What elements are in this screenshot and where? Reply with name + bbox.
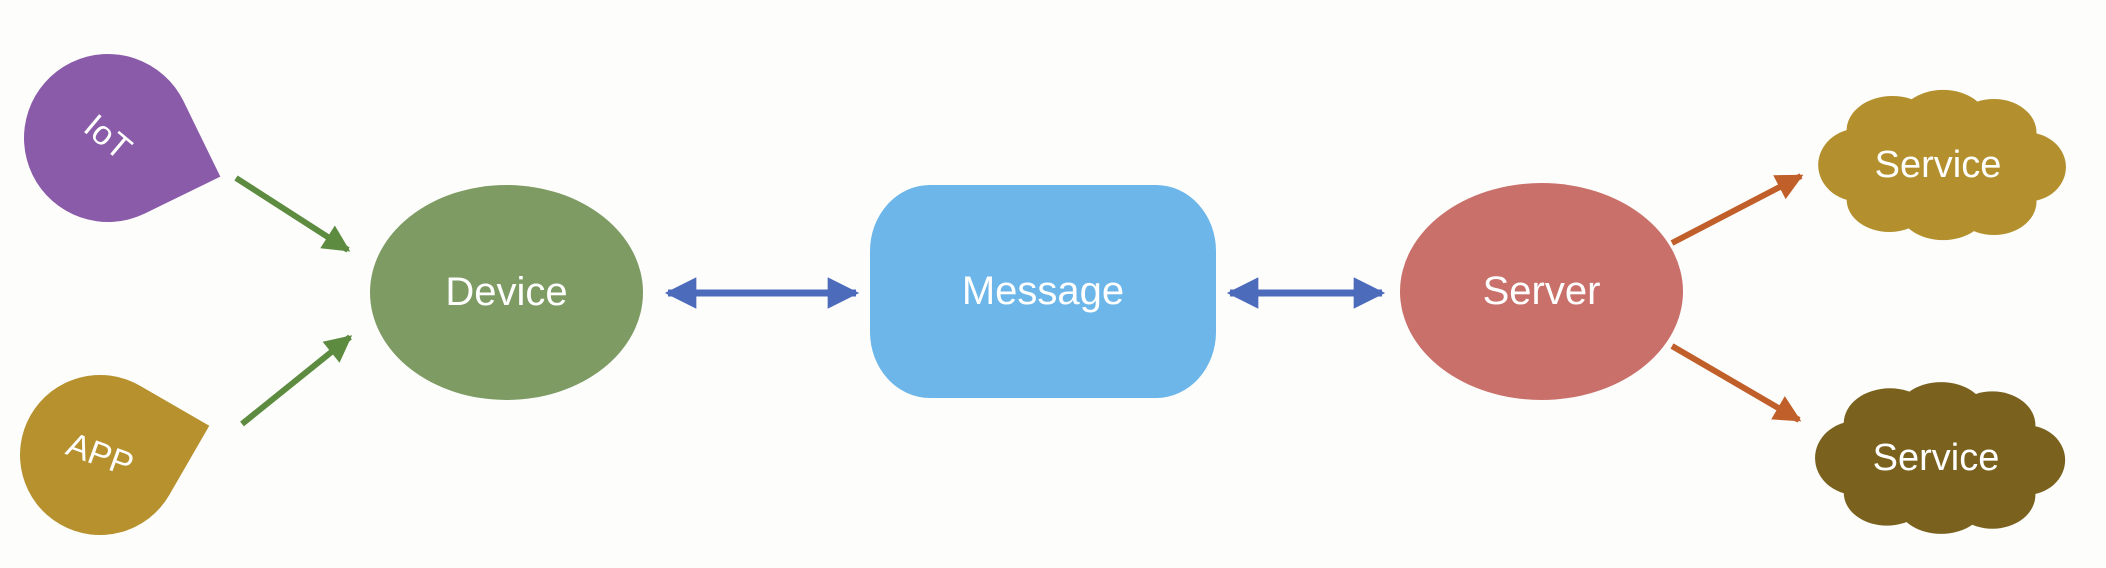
node-service-bottom-label: Service: [1872, 436, 2000, 479]
node-device: Device: [370, 185, 643, 400]
node-service-top-label: Service: [1874, 143, 2002, 186]
edge-server-service-top: [1670, 173, 1804, 246]
edge-iot-device: [234, 175, 351, 253]
edge-app-device: [240, 334, 353, 427]
node-iot-label: IoT: [77, 107, 140, 168]
node-message-label: Message: [961, 269, 1125, 313]
node-server: Server: [1400, 183, 1683, 400]
cloud-shape: [1815, 382, 2066, 534]
cloud-shape: [1818, 89, 2066, 241]
node-iot: IoT: [0, 25, 221, 251]
node-app-label: APP: [61, 425, 139, 485]
node-app: APP: [0, 345, 210, 565]
node-service-top: Service: [1806, 83, 2070, 247]
node-server-label: Server: [1482, 269, 1601, 313]
edge-server-service-bottom: [1670, 343, 1802, 423]
node-service-bottom: Service: [1800, 376, 2072, 540]
node-device-label: Device: [445, 270, 568, 314]
node-message: Message: [870, 185, 1216, 398]
